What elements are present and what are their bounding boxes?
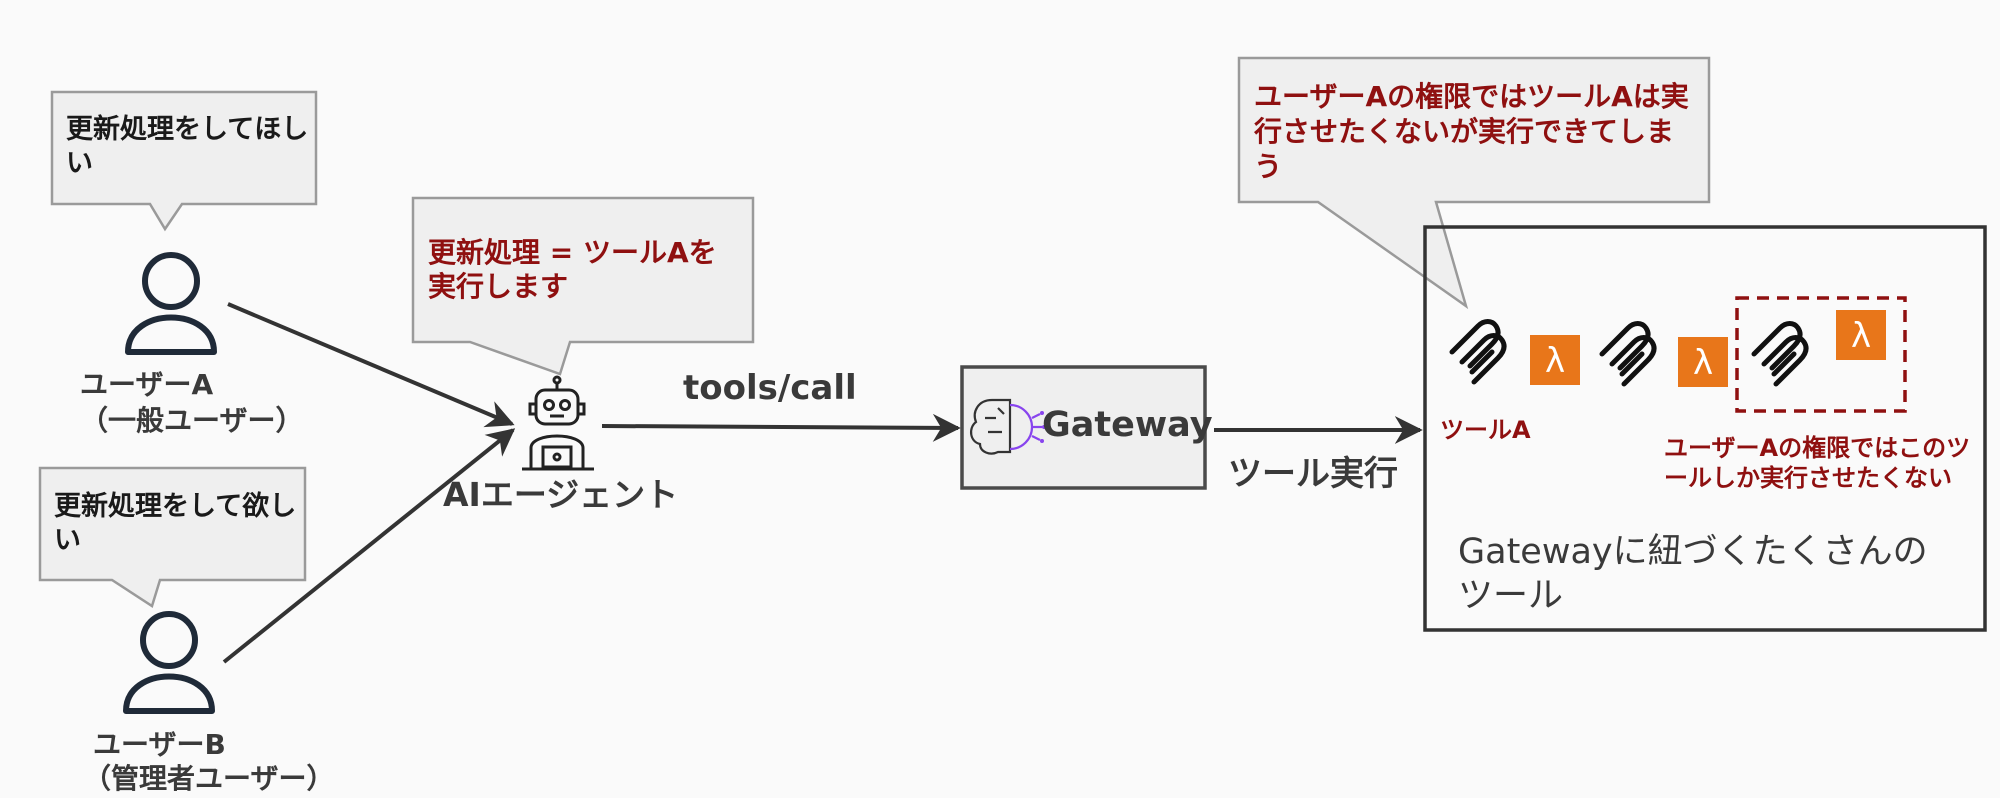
svg-text:λ: λ bbox=[1851, 316, 1871, 356]
bubble-problem-text: ユーザーAの権限ではツールAは実行させたくないが実行できてしまう bbox=[1254, 80, 1689, 183]
arrow-user-b-to-agent bbox=[222, 428, 516, 664]
permitted-note: ユーザーAの権限ではこのツールしか実行させたくない bbox=[1664, 434, 1971, 492]
bubble-user-a bbox=[50, 90, 318, 232]
mcp-icon bbox=[1599, 321, 1657, 387]
bubble-user-b bbox=[38, 466, 307, 608]
gateway-brain-icon bbox=[970, 398, 1046, 455]
svg-text:λ: λ bbox=[1545, 341, 1565, 381]
lambda-icon: λ bbox=[1530, 335, 1580, 385]
lambda-icon: λ bbox=[1678, 337, 1728, 387]
arrow-agent-to-gateway bbox=[601, 413, 961, 442]
user-b-name: ユーザーB bbox=[93, 728, 226, 761]
user-b-role: （管理者ユーザー） bbox=[83, 762, 335, 795]
tool-a-label: ツールA bbox=[1440, 416, 1531, 444]
gateway-label: Gateway bbox=[1042, 405, 1213, 445]
robot-icon bbox=[522, 375, 594, 471]
mcp-icon bbox=[1449, 319, 1507, 385]
svg-text:λ: λ bbox=[1693, 343, 1713, 383]
bubble-user-b-text: 更新処理をして欲しい bbox=[54, 491, 297, 556]
user-b-icon bbox=[123, 611, 215, 714]
user-a-role: （一般ユーザー） bbox=[80, 404, 304, 437]
mcp-icon bbox=[1751, 321, 1809, 387]
gateway-box bbox=[960, 365, 1207, 490]
arrow-user-a-to-agent bbox=[227, 302, 515, 428]
tools-caption: Gatewayに紐づくたくさんのツール bbox=[1458, 532, 1928, 616]
agent-label: AIエージェント bbox=[443, 475, 679, 514]
tools-container bbox=[1423, 225, 1987, 632]
permitted-tool-frame bbox=[1735, 296, 1907, 413]
user-a-icon bbox=[125, 252, 217, 355]
bubble-agent bbox=[411, 196, 755, 376]
tool-exec-label: ツール実行 bbox=[1228, 454, 1398, 494]
user-a-name: ユーザーA bbox=[80, 368, 214, 401]
bubble-agent-text: 更新処理 = ツールAを実行します bbox=[428, 236, 717, 303]
bubble-user-a-text: 更新処理をしてほしい bbox=[66, 114, 309, 179]
tools-call-label: tools/call bbox=[683, 368, 857, 408]
bubble-problem bbox=[1237, 56, 1711, 310]
lambda-icon: λ bbox=[1836, 310, 1886, 360]
